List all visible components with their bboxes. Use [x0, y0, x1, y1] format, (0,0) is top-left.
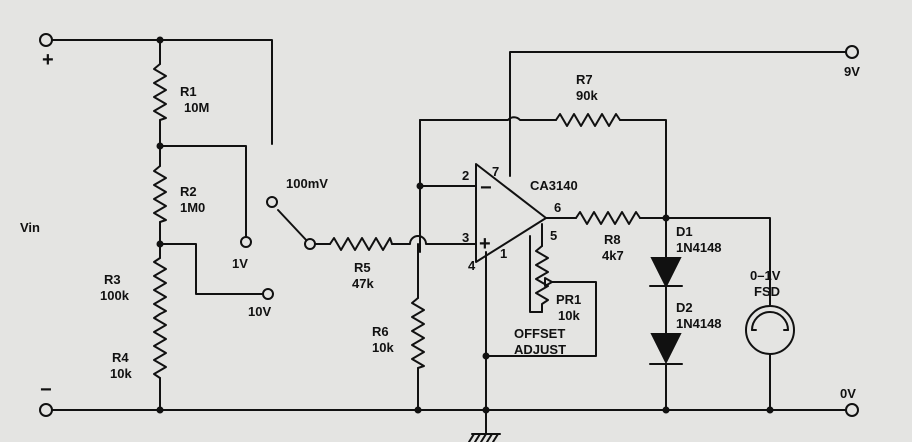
label-pin-7: 7: [492, 164, 499, 179]
label-offset: OFFSET: [514, 326, 565, 341]
diode-d2: [649, 333, 683, 365]
label-pin-3: 3: [462, 230, 469, 245]
meter-symbol: [745, 305, 795, 355]
label-plus: +: [42, 49, 54, 71]
label-meter-range: 0–1V: [750, 268, 781, 283]
resistor-r8: [575, 211, 641, 225]
terminal-0v[interactable]: [845, 403, 859, 417]
label-d2-type: 1N4148: [676, 316, 722, 331]
label-r3-name: R3: [104, 272, 121, 287]
switch-contact-1v[interactable]: [240, 236, 252, 248]
label-switch-10v: 10V: [248, 304, 271, 319]
opamp-noninverting-sign: +: [479, 233, 491, 255]
wires: [51, 39, 853, 435]
label-r8-name: R8: [604, 232, 621, 247]
label-r5-value: 47k: [352, 276, 374, 291]
label-pin-4: 4: [468, 258, 476, 273]
resistor-r4: [153, 313, 167, 379]
terminal-plus[interactable]: [39, 33, 53, 47]
label-r5-name: R5: [354, 260, 371, 275]
label-r6-value: 10k: [372, 340, 394, 355]
label-r8-value: 4k7: [602, 248, 624, 263]
label-opamp-name: CA3140: [530, 178, 578, 193]
label-pin-5: 5: [550, 228, 557, 243]
resistor-r2: [153, 165, 167, 223]
label-pr1-name: PR1: [556, 292, 581, 307]
label-pr1-value: 10k: [558, 308, 580, 323]
terminal-minus[interactable]: [39, 403, 53, 417]
label-9v: 9V: [844, 64, 860, 79]
diode-d1: [649, 257, 683, 289]
switch-pivot[interactable]: [304, 238, 316, 250]
junction-dots: [156, 36, 774, 414]
label-d1-type: 1N4148: [676, 240, 722, 255]
resistor-r7: [555, 113, 621, 127]
label-pin-6: 6: [554, 200, 561, 215]
label-switch-1v: 1V: [232, 256, 248, 271]
resistor-r6: [411, 297, 425, 369]
switch-contact-100mv[interactable]: [266, 196, 278, 208]
label-d2-name: D2: [676, 300, 693, 315]
label-pin-2: 2: [462, 168, 469, 183]
label-meter-fsd: FSD: [754, 284, 780, 299]
opamp-inverting-sign: −: [480, 177, 492, 199]
label-d1-name: D1: [676, 224, 693, 239]
label-pin-1: 1: [500, 246, 507, 261]
label-r7-value: 90k: [576, 88, 598, 103]
label-r1-name: R1: [180, 84, 197, 99]
resistor-r5: [329, 237, 393, 251]
label-r6-name: R6: [372, 324, 389, 339]
ground-symbol: [468, 433, 501, 442]
potentiometer-pr1: [535, 245, 553, 313]
label-r2-value: 1M0: [180, 200, 205, 215]
terminal-9v[interactable]: [845, 45, 859, 59]
label-0v: 0V: [840, 386, 856, 401]
label-r1-value: 10M: [184, 100, 209, 115]
switch-contact-10v[interactable]: [262, 288, 274, 300]
label-minus: −: [40, 379, 52, 401]
label-r7-name: R7: [576, 72, 593, 87]
resistor-r1: [153, 63, 167, 121]
label-r4-value: 10k: [110, 366, 132, 381]
label-adjust: ADJUST: [514, 342, 566, 357]
label-r2-name: R2: [180, 184, 197, 199]
label-r3-value: 100k: [100, 288, 130, 303]
opamp-ca3140: − +: [475, 163, 547, 263]
resistor-r3: [153, 257, 167, 315]
label-vin: Vin: [20, 220, 40, 235]
label-switch-100mv: 100mV: [286, 176, 328, 191]
label-r4-name: R4: [112, 350, 129, 365]
